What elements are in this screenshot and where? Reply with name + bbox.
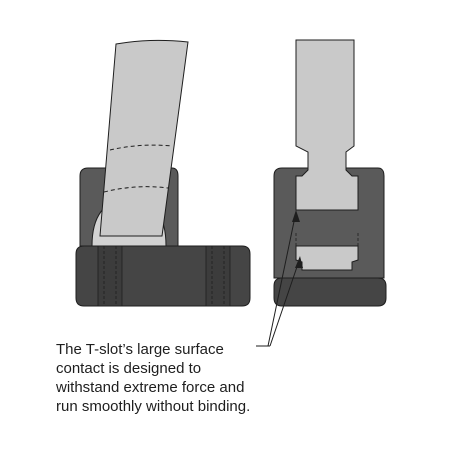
right-t-shaft [295, 39, 359, 211]
arrow-head-right [295, 256, 303, 268]
caption-line: The T-slot’s large surface [56, 341, 224, 358]
left-shaft-dashed-line [103, 186, 169, 193]
right-bolt-ridge [205, 245, 231, 307]
caption-line: run smoothly without binding. [56, 398, 251, 415]
caption: The T-slot’s large surface contact is de… [56, 340, 356, 416]
right-assembly [273, 39, 387, 307]
caption-line: contact is designed to [56, 360, 202, 377]
left-bolt-ridge [97, 245, 123, 307]
leader-lines [256, 210, 303, 347]
right-t-slot-cavity [295, 245, 359, 271]
left-shaft-dashed-line [109, 144, 173, 151]
arrow-head-left [292, 210, 300, 222]
left-shaft [99, 39, 189, 237]
leader-line-right [269, 257, 301, 347]
leader-line-left [267, 211, 297, 347]
caption-line: withstand extreme force and [56, 379, 245, 396]
right-base-block [273, 277, 387, 307]
left-assembly [75, 39, 251, 307]
